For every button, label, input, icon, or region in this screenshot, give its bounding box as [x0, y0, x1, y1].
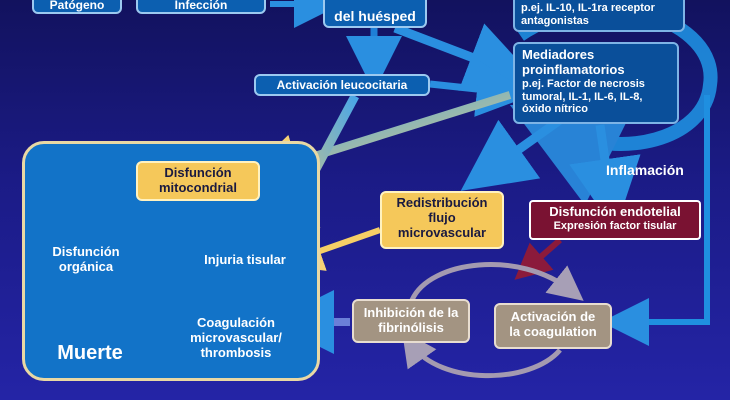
arrow-inflamacion-coagulacion	[601, 95, 710, 346]
activacion-coag-line2: la coagulation	[509, 323, 597, 339]
node-infeccion: Infección	[136, 0, 266, 14]
arrow-mediadores-endotelial	[569, 124, 641, 231]
mediadores-detail1: p.ej. Factor de necrosis	[522, 77, 645, 90]
inflamacion-label: Inflamación	[606, 162, 684, 178]
arrow-endotelial-cycle	[514, 237, 562, 280]
endotelial-label: Disfunción endotelial	[549, 204, 681, 219]
coag-line1: Coagulación	[196, 315, 275, 330]
antiinflamatorios-line1: p.ej. IL-10, IL-1ra receptor	[521, 2, 655, 14]
redist-line2: flujo	[428, 209, 456, 225]
coag-line2: microvascular/	[190, 329, 282, 345]
node-coagulacion-microvascular: Coagulación microvascular/ thrombosis	[176, 315, 296, 361]
activacion-coag-line1: Activación de	[510, 309, 596, 324]
arrow-huesped-mediadores	[393, 23, 539, 91]
coag-cycle-top	[409, 262, 584, 302]
activacion-leucocitaria-label: Activación leucocitaria	[276, 78, 408, 92]
infeccion-label: Infección	[174, 0, 228, 12]
arrow-mediadores-redistribucion	[460, 116, 563, 191]
coag-cycle-bottom	[401, 330, 562, 379]
mediadores-title2: proinflamatorios	[522, 61, 625, 77]
injuria-label: Injuria tisular	[204, 252, 286, 267]
node-disfuncion-mitocondrial: Disfunción mitocondrial	[136, 161, 260, 201]
node-injuria-tisular: Injuria tisular	[190, 252, 300, 268]
inhibicion-line1: Inhibición de la	[363, 305, 459, 320]
huesped-label: del huésped	[334, 8, 416, 24]
node-patogeno: Patógeno	[32, 0, 122, 14]
node-respuesta-huesped: del huésped	[323, 0, 427, 28]
mito-line1: Disfunción	[164, 165, 232, 180]
organica-line2: orgánica	[58, 258, 114, 274]
mito-line2: mitocondrial	[158, 179, 237, 195]
antiinflamatorios-line2: antagonistas	[521, 14, 589, 27]
node-muerte: Muerte	[40, 342, 140, 365]
node-antiinflamatorios: p.ej. IL-10, IL-1ra receptor antagonista…	[513, 0, 685, 32]
expresion-tisular-label: Expresión factor tisular	[553, 219, 677, 232]
patogeno-label: Patógeno	[49, 0, 105, 12]
organica-line1: Disfunción	[52, 244, 120, 259]
redist-line1: Redistribución	[396, 195, 488, 210]
coag-line3: thrombosis	[200, 344, 272, 360]
node-mediadores-proinflamatorios: Mediadores proinflamatorios p.ej. Factor…	[513, 42, 679, 124]
node-activacion-leucocitaria: Activación leucocitaria	[254, 74, 430, 96]
mediadores-title1: Mediadores	[522, 47, 595, 62]
mediadores-detail2: tumoral, IL-1, IL-6, IL-8,	[522, 90, 643, 103]
node-redistribucion-flujo: Redistribución flujo microvascular	[380, 191, 504, 249]
node-activacion-coagulacion: Activación de la coagulation	[494, 303, 612, 349]
label-inflamacion: Inflamación	[606, 162, 684, 178]
arrow-leucocitaria-mediadores	[429, 61, 533, 117]
inhibicion-line2: fibrinólisis	[378, 319, 444, 335]
muerte-label: Muerte	[57, 342, 123, 364]
node-disfuncion-endotelial: Disfunción endotelial Expresión factor t…	[529, 200, 701, 240]
node-disfuncion-organica: Disfunción orgánica	[38, 244, 134, 275]
redist-line3: microvascular	[397, 224, 487, 240]
mediadores-detail3: óxido nítrico	[522, 103, 588, 116]
node-inhibicion-fibrinolisis: Inhibición de la fibrinólisis	[352, 299, 470, 343]
